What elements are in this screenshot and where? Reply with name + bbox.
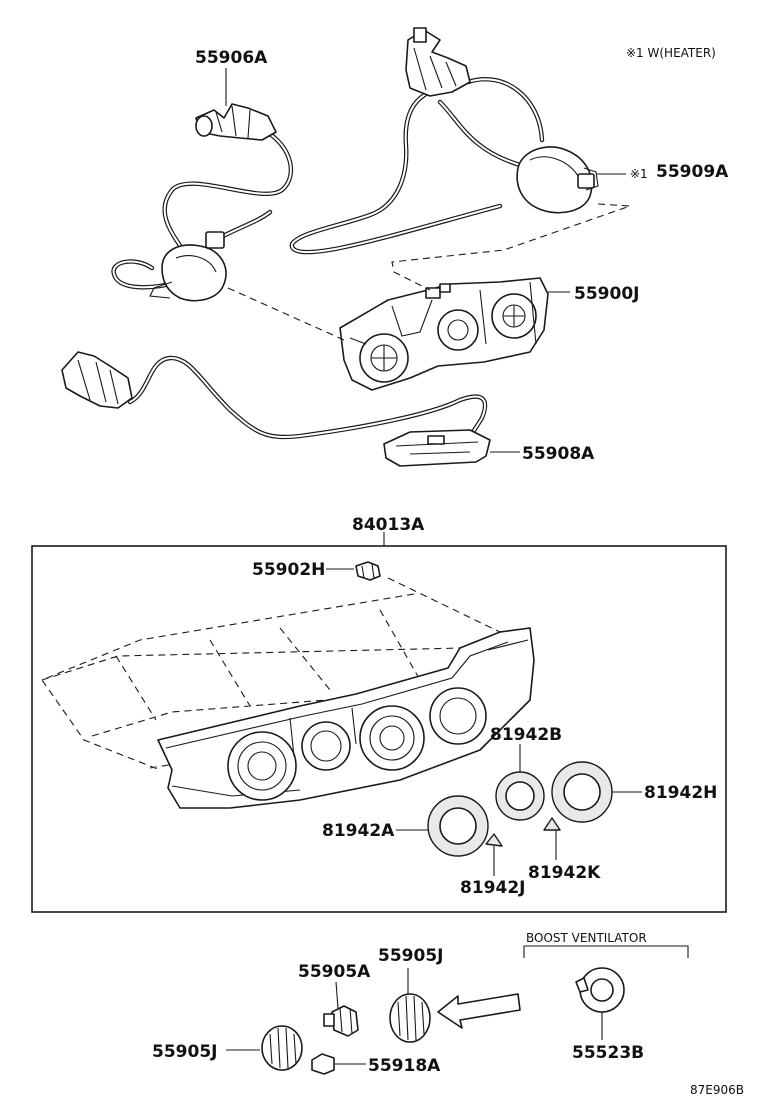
label-84013A: 84013A <box>352 515 425 535</box>
label-55905A: 55905A <box>298 962 371 982</box>
label-boost-ventilator: BOOST VENTILATOR <box>526 931 647 945</box>
control-unit-55900J <box>339 277 549 391</box>
boost-ventilator-knob-55523B <box>575 967 625 1013</box>
ring-81942A <box>427 795 489 857</box>
label-55905J-top: 55905J <box>378 946 443 966</box>
knob-55905J-top <box>389 993 431 1043</box>
note-heater: ※1 W(HEATER) <box>626 46 716 60</box>
connector-55909A-top <box>405 27 471 97</box>
connector-55908A-end <box>61 351 133 409</box>
clip-55902H <box>355 561 381 581</box>
label-55909A: 55909A <box>656 162 729 182</box>
tab-81942K <box>543 817 561 831</box>
label-81942K: 81942K <box>528 863 601 883</box>
boost-bracket <box>523 945 689 958</box>
label-55905J-bottom: 55905J <box>152 1042 217 1062</box>
assembly-box-84013A <box>31 545 727 913</box>
knob-55905A <box>323 1005 359 1037</box>
ring-81942B <box>495 771 545 821</box>
guide-line-2 <box>391 203 631 291</box>
label-55906A: 55906A <box>195 48 268 68</box>
cable-55908A <box>127 355 488 443</box>
label-55900J: 55900J <box>574 284 639 304</box>
label-55908A: 55908A <box>522 444 595 464</box>
label-81942H: 81942H <box>644 783 717 803</box>
label-55909A-mark: ※1 <box>630 167 648 181</box>
label-81942B: 81942B <box>490 725 562 745</box>
ring-81942H <box>551 761 613 823</box>
knob-55905J-bottom <box>261 1025 303 1071</box>
arrow-icon <box>437 993 521 1029</box>
guide-line-1 <box>227 287 345 341</box>
label-55918A: 55918A <box>368 1056 441 1076</box>
knob-end-55909A <box>516 146 599 214</box>
tab-81942J <box>485 833 503 847</box>
label-81942A: 81942A <box>322 821 395 841</box>
leader-55905A <box>335 981 339 1009</box>
knob-end-55906A <box>149 231 227 302</box>
label-55902H: 55902H <box>252 560 325 580</box>
diagram-code: 87E906B <box>690 1083 744 1097</box>
bracket-55908A <box>383 429 491 467</box>
label-81942J: 81942J <box>460 878 525 898</box>
label-55523B: 55523B <box>572 1043 644 1063</box>
cap-55918A <box>311 1053 335 1075</box>
connector-55906A <box>195 103 277 141</box>
bezel-panel-84013A <box>157 627 535 809</box>
cable-55909A <box>289 77 545 255</box>
